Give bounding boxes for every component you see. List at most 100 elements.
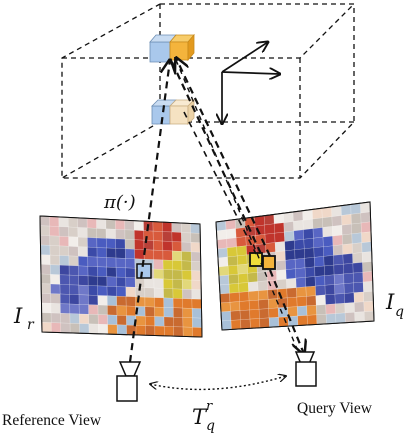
volume-cube: [61, 3, 355, 179]
mosaic-tile: [173, 307, 184, 318]
mosaic-tile: [238, 282, 249, 293]
mosaic-tile: [226, 246, 238, 258]
mosaic-tile: [77, 246, 88, 257]
mosaic-tile: [182, 307, 193, 319]
mosaic-tile: [323, 255, 335, 267]
mosaic-tile: [172, 260, 183, 271]
mosaic-tile: [135, 315, 146, 326]
mosaic-tile: [283, 230, 295, 242]
mosaic-tile: [133, 220, 144, 231]
mosaic-tile: [218, 265, 229, 277]
mosaic-tile: [190, 232, 201, 244]
mosaic-tile: [77, 236, 88, 248]
mosaic-tile: [286, 296, 298, 308]
mosaic-tile: [181, 251, 192, 262]
mosaic-tile: [352, 262, 364, 274]
mosaic-tile: [163, 288, 174, 299]
mosaic-tile: [182, 317, 193, 328]
relative-pose-label-sup: r: [206, 399, 213, 414]
mosaic-tile: [106, 276, 117, 287]
mosaic-tile: [283, 211, 294, 223]
mosaic-tile: [125, 305, 137, 317]
mosaic-tile: [296, 305, 308, 317]
mosaic-tile: [171, 241, 182, 252]
mosaic-tile: [225, 228, 237, 240]
mosaic-tile: [107, 324, 118, 335]
mosaic-tile: [172, 250, 183, 262]
mosaic-tile: [248, 299, 260, 311]
mosaic-tile: [96, 237, 107, 249]
mosaic-tile: [335, 302, 346, 314]
mosaic-tile: [302, 209, 313, 221]
mosaic-tile: [96, 256, 107, 268]
mosaic-tile: [259, 317, 270, 329]
mosaic-tile: [325, 303, 336, 315]
mosaic-tile: [171, 222, 182, 233]
mosaic-tile: [116, 276, 127, 288]
mosaic-tile: [249, 318, 261, 329]
mosaic-tile: [86, 227, 98, 239]
mosaic-tile: [275, 250, 286, 262]
mosaic-tile: [344, 302, 355, 314]
mosaic-tile: [221, 320, 232, 331]
mosaic-tile: [239, 309, 251, 321]
mosaic-tile: [334, 283, 345, 295]
mosaic-tile: [40, 283, 51, 294]
mosaic-tile: [69, 303, 80, 315]
mosaic-tile: [360, 211, 371, 224]
mosaic-tile: [69, 323, 80, 334]
mosaic-tile: [116, 315, 127, 326]
mosaic-tile: [87, 256, 98, 267]
mosaic-tile: [227, 264, 239, 276]
mosaic-tile: [162, 231, 173, 242]
mosaic-tile: [219, 283, 230, 295]
query-pixel-marker-yellow: [249, 252, 263, 267]
mosaic-tile: [351, 222, 362, 235]
mosaic-tile: [96, 218, 107, 230]
mosaic-tile: [50, 322, 62, 333]
mosaic-tile: [49, 216, 60, 227]
mosaic-tile: [315, 285, 326, 296]
mosaic-tile: [274, 241, 286, 253]
camera-icon: [294, 351, 317, 387]
mosaic-tile: [247, 281, 259, 292]
mosaic-tile: [163, 297, 174, 308]
mosaic-tile: [268, 317, 280, 328]
mosaic-tile: [217, 247, 228, 259]
mosaic-tile: [353, 291, 365, 303]
mosaic-tile: [190, 223, 201, 234]
mosaic-tile: [235, 236, 247, 248]
mosaic-tile: [275, 260, 287, 271]
mosaic-tile: [115, 219, 126, 231]
mosaic-tile: [50, 293, 61, 304]
mosaic-tile: [360, 201, 371, 214]
mosaic-tile: [134, 239, 145, 250]
axis-triad-icon: [222, 42, 280, 124]
mosaic-tile: [60, 303, 71, 314]
mosaic-tile: [134, 229, 145, 241]
mosaic-tile: [60, 322, 71, 334]
mosaic-tile: [302, 218, 314, 231]
mosaic-tile: [134, 249, 145, 260]
mosaic-tile: [87, 246, 98, 258]
mosaic-tile: [324, 284, 336, 296]
mosaic-tile: [153, 240, 164, 251]
mosaic-tile: [105, 219, 116, 230]
mosaic-tile: [78, 294, 89, 305]
mosaic-tile: [217, 256, 229, 268]
mosaic-tile: [97, 276, 108, 287]
mosaic-tile: [343, 263, 354, 275]
mosaic-tile: [312, 227, 324, 239]
mosaic-tile: [216, 238, 228, 250]
mosaic-tile: [331, 215, 343, 227]
mosaic-tile: [86, 218, 97, 229]
mosaic-tile: [236, 254, 248, 266]
mosaic-tile: [258, 308, 270, 319]
mosaic-tile: [258, 299, 269, 310]
mosaic-tile: [323, 245, 334, 257]
mosaic-tile: [341, 233, 353, 245]
mosaic-tile: [229, 292, 240, 303]
reference-image: [39, 215, 203, 338]
mosaic-tile: [163, 278, 174, 290]
mosaic-tile: [284, 249, 296, 261]
